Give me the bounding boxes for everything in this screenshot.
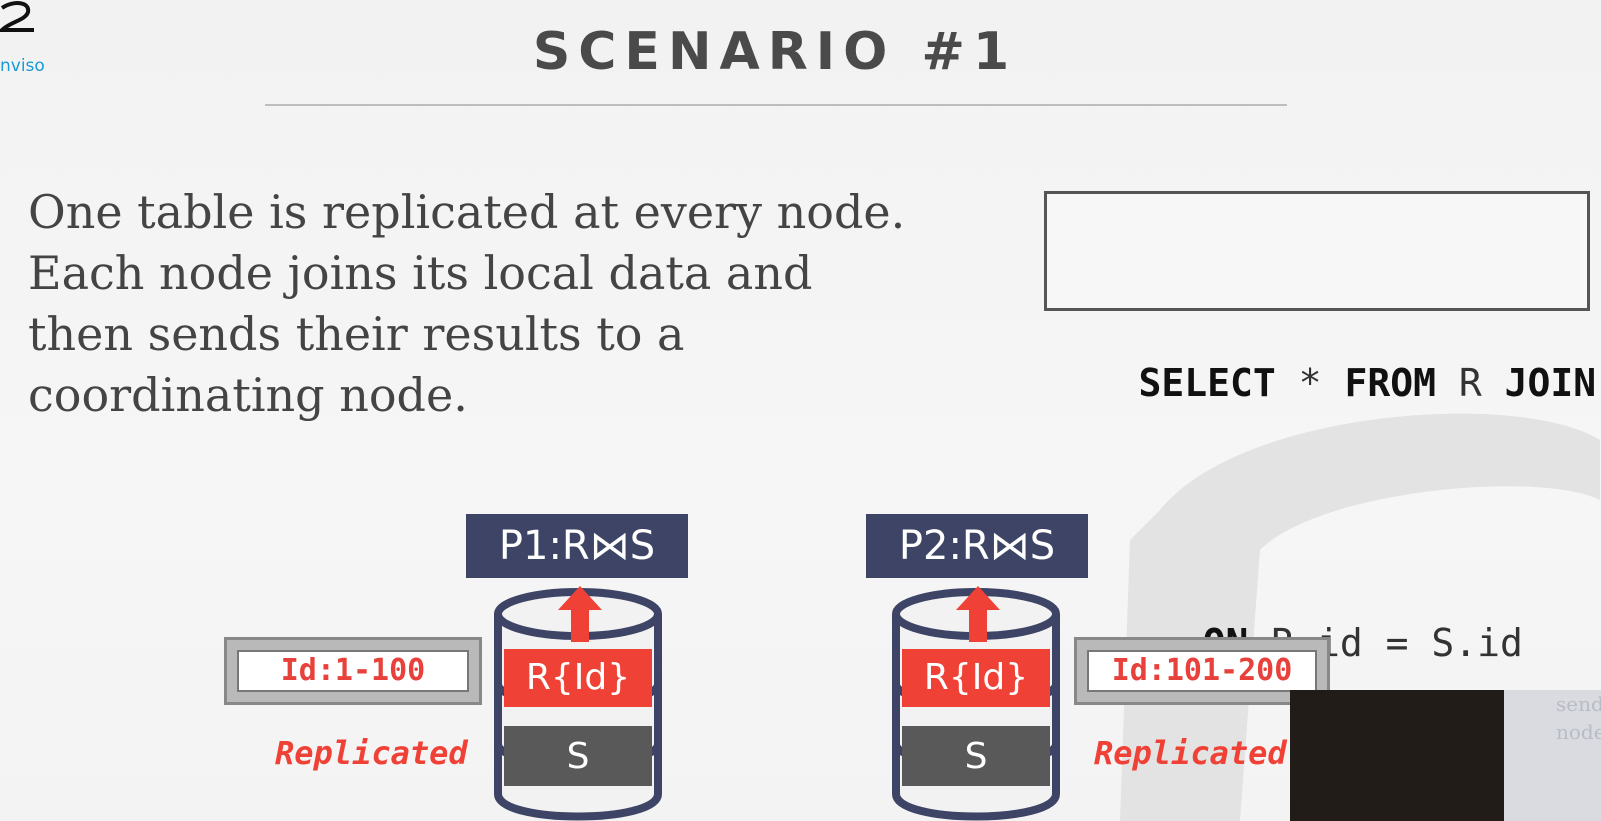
sql-token: S: [1596, 361, 1601, 405]
sql-line-1: SELECT * FROM R JOIN S: [1047, 305, 1597, 461]
node-2-table-s: S: [902, 726, 1050, 786]
node-1-partition-r: R{Id}: [504, 649, 652, 707]
sql-token: SELECT: [1138, 361, 1276, 405]
node-1-range-label: Id:1-100: [237, 650, 469, 692]
node-1-table-s: S: [504, 726, 652, 786]
video-overlay-line: send: [1556, 692, 1601, 716]
node-1-range-box: Id:1-100: [224, 637, 482, 705]
logo-mark: [0, 1, 34, 32]
node-2-range-label: Id:101-200: [1087, 650, 1317, 692]
logo-text: nviso: [0, 56, 45, 76]
sql-token: R: [1435, 361, 1505, 405]
title-divider: [265, 104, 1287, 106]
page-title: SCENARIO #1: [532, 22, 1018, 82]
video-overlay-text: send node: [1556, 690, 1601, 746]
node-1-result-label: P1:R⋈S: [466, 514, 688, 578]
node-1-up-arrow-icon: [558, 586, 602, 642]
body-text: One table is replicated at every node. E…: [28, 185, 906, 422]
sql-token: FROM: [1344, 361, 1436, 405]
sql-token: *: [1275, 361, 1345, 405]
node-2-result-label: P2:R⋈S: [866, 514, 1088, 578]
node-2-partition-r: R{Id}: [902, 649, 1050, 707]
node-2-range-box: Id:101-200: [1074, 637, 1330, 705]
node-2-replicated-label: Replicated: [1094, 734, 1287, 772]
video-overlay-screen: [1504, 690, 1601, 821]
video-overlay-line: node: [1556, 720, 1601, 744]
sql-token: JOIN: [1504, 361, 1597, 405]
node-2-up-arrow-icon: [956, 586, 1000, 642]
node-1-replicated-label: Replicated: [275, 734, 468, 772]
sql-query-box: SELECT * FROM R JOIN S ON R.id = S.id: [1044, 191, 1596, 665]
